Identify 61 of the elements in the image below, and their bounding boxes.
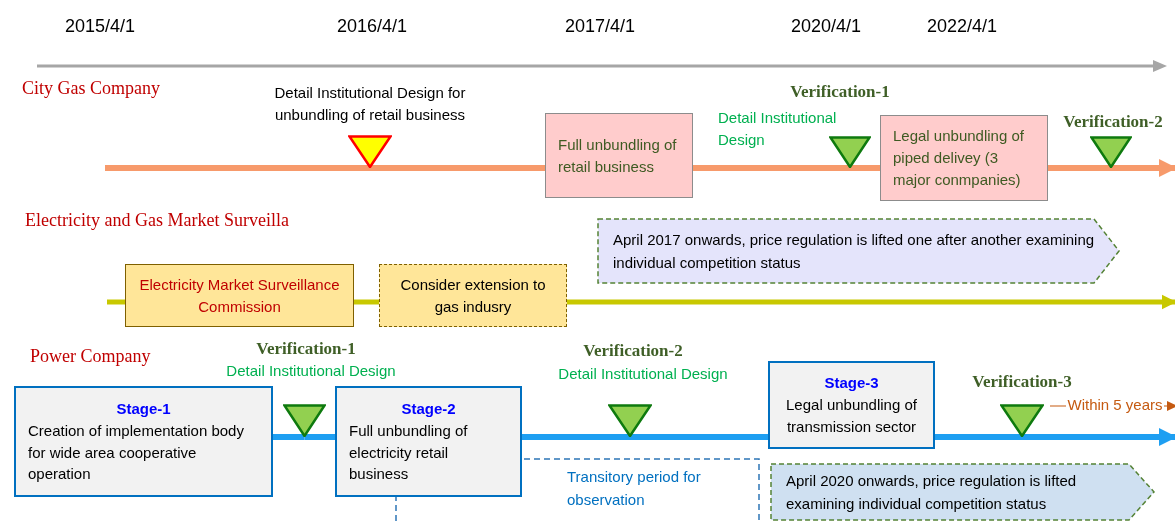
timeline-bar xyxy=(1111,159,1175,177)
date-label: 2016/4/1 xyxy=(335,16,409,37)
timeline-bar xyxy=(935,434,1022,440)
milestone-heading: Verification-2 xyxy=(582,340,684,362)
timeline-bar xyxy=(630,434,768,440)
timeline-bar xyxy=(1048,165,1111,171)
timeline-bar xyxy=(273,434,305,440)
stage-title: Stage-3 xyxy=(823,373,880,394)
milestone-caption: Detail Institutional Design for unbundling of retail business xyxy=(273,83,467,125)
callout-banner xyxy=(597,218,1120,284)
stage-box xyxy=(14,386,273,497)
box-text: Full unbundling of electricity retail business xyxy=(349,420,469,485)
timeline-bar xyxy=(370,165,545,171)
box-text: Consider extension to gas indusry xyxy=(399,274,547,317)
box-text: Legal unbundling of transmission sector xyxy=(785,395,918,437)
milestone-triangle xyxy=(1000,404,1044,437)
timeline-bar xyxy=(567,294,1175,310)
milestone-heading: Verification-1 xyxy=(255,338,357,360)
milestone-triangle xyxy=(1090,136,1132,168)
date-label: 2015/4/1 xyxy=(63,16,137,37)
timeline-bar xyxy=(107,299,125,305)
milestone-heading: Verification-1 xyxy=(789,81,891,103)
banner-text: April 2020 onwards, price regulation is lifted examining individual competition status xyxy=(786,471,1078,514)
row-heading: Power Company xyxy=(30,346,152,367)
milestone-caption: Detail Institutional Design xyxy=(718,108,838,150)
timeline-bar xyxy=(354,299,379,305)
milestone-caption: Detail Institutional Design xyxy=(225,361,397,381)
process-box xyxy=(379,264,567,327)
process-box xyxy=(125,264,354,327)
date-label: 2022/4/1 xyxy=(925,16,999,37)
timeline-bar xyxy=(522,434,630,440)
process-box xyxy=(545,113,693,198)
box-text: Creation of implementation body for wide area cooperative operation xyxy=(28,420,245,485)
period-text: Transitory period for observation xyxy=(567,467,702,510)
duration-label: Within 5 years xyxy=(1066,396,1164,413)
timeline-bar xyxy=(1022,428,1175,446)
box-text: Legal unbundling of piped delivey (3 major conmpanies) xyxy=(893,126,1025,190)
process-box xyxy=(880,115,1048,201)
milestone-heading: Verification-3 xyxy=(971,371,1073,393)
timeline-bar xyxy=(850,165,880,171)
milestone-triangle xyxy=(348,135,392,168)
timeline-bar xyxy=(105,165,370,171)
stage-title: Stage-2 xyxy=(400,399,457,419)
banner-text: April 2017 onwards, price regulation is lifted one after another examining individual competition status xyxy=(613,230,1096,273)
row-heading: City Gas Company xyxy=(22,78,161,99)
milestone-heading: Verification-2 xyxy=(1062,111,1164,133)
box-text: Electricity Market Surveillance Commission xyxy=(138,274,341,317)
callout-banner xyxy=(770,463,1155,521)
timeline-bar xyxy=(304,434,335,440)
milestone-triangle xyxy=(283,404,326,437)
milestone-triangle xyxy=(608,404,652,437)
stage-title: Stage-1 xyxy=(115,399,172,419)
stage-box xyxy=(335,386,522,497)
milestone-triangle xyxy=(829,136,871,168)
stage-box xyxy=(768,361,935,449)
timeline-bar xyxy=(693,165,850,171)
row-heading: Electricity and Gas Market Surveilla xyxy=(25,210,290,231)
date-label: 2020/4/1 xyxy=(789,16,863,37)
box-text: Full unbundling of retail business xyxy=(558,134,678,177)
milestone-caption: Detail Institutional Design xyxy=(557,364,729,384)
date-label: 2017/4/1 xyxy=(563,16,637,37)
